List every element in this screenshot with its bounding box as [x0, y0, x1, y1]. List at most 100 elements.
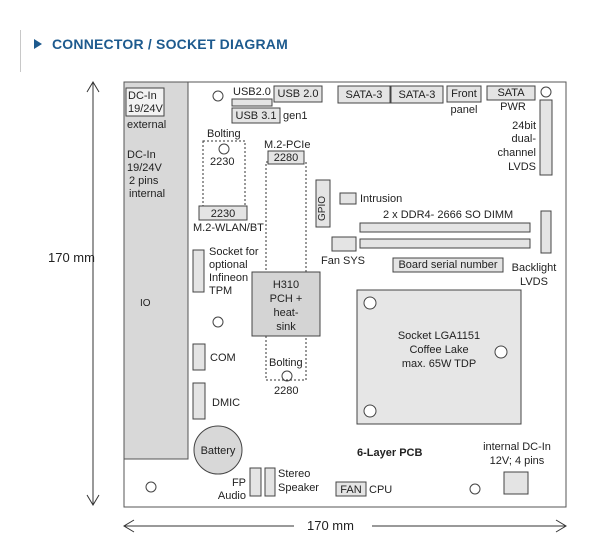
fan-sys-label: Fan SYS	[321, 255, 366, 267]
sata3-a-label: SATA-3	[345, 89, 383, 101]
socket-label-2: Coffee Lake	[409, 344, 469, 356]
mount-hole-bolting-2280	[281, 370, 293, 382]
board-serial-box	[392, 257, 504, 273]
page-title: CONNECTOR / SOCKET DIAGRAM	[52, 36, 288, 52]
dimm-slot-2	[359, 238, 531, 249]
com-connector	[192, 343, 206, 371]
cpu-label: CPU	[369, 484, 393, 496]
internal-dc-label-2: 12V; 4 pins	[489, 455, 545, 467]
usb31-box	[231, 107, 281, 124]
h310-pch-heatsink	[251, 271, 321, 337]
backlight-lvds-connector	[540, 210, 552, 254]
fan-label: FAN	[340, 484, 362, 496]
h310-label-2: PCH +	[269, 293, 303, 305]
front-label: Front	[451, 88, 477, 100]
bolting-bottom-label: Bolting	[269, 357, 303, 369]
m2-wlan-label: M.2-WLAN/BT	[193, 222, 264, 234]
lvds-connector	[539, 99, 553, 176]
lvds-label-4: LVDS	[508, 161, 536, 173]
dc-in-internal-label-4: internal	[129, 188, 166, 200]
play-arrow-icon	[34, 39, 42, 49]
width-dimension-label: 170 mm	[307, 518, 354, 533]
fp-audio-label-2: Audio	[217, 490, 246, 502]
battery	[193, 425, 243, 475]
internal-dc-label-1: internal DC-In	[483, 441, 551, 453]
backlight-label-2: LVDS	[520, 276, 548, 288]
lvds-label-3: channel	[497, 147, 536, 159]
pcb-label: 6-Layer PCB	[357, 447, 423, 459]
battery-label: Battery	[200, 445, 236, 457]
usb20-box-label: USB 2.0	[277, 88, 319, 100]
pwr-label: PWR	[500, 101, 526, 113]
tpm-label-3: Infineon	[209, 272, 249, 284]
usb31-label: USB 3.1	[235, 110, 277, 122]
n2280-box-label: 2280	[273, 152, 299, 164]
stereo-label-2: Speaker	[278, 482, 319, 494]
mount-hole-bolting-2230	[218, 143, 230, 155]
m2-pcie-connector	[267, 150, 305, 165]
mount-hole-top-right	[540, 86, 552, 98]
dimm-slot-1	[359, 222, 531, 233]
gpio-label: GPIO	[317, 195, 328, 221]
front-panel-box	[446, 85, 482, 103]
dmic-connector	[192, 382, 206, 420]
header-rule	[20, 30, 21, 72]
sata3-b-label: SATA-3	[398, 89, 436, 101]
dmic-label: DMIC	[212, 397, 241, 409]
stereo-label-1: Stereo	[278, 468, 311, 480]
bolting-top-label: Bolting	[207, 128, 241, 140]
lvds-label-2: dual-	[511, 133, 536, 145]
n2230-top-label: 2230	[210, 156, 235, 168]
socket-hole-top	[363, 296, 377, 310]
ddr4-label: 2 x DDR4- 2666 SO DIMM	[383, 209, 514, 221]
fp-audio-connector	[249, 467, 262, 497]
dc-in-internal-label-3: 2 pins	[129, 175, 159, 187]
fp-audio-label-1: FP	[231, 477, 246, 489]
sata3-b-box	[390, 85, 444, 104]
board-serial-label: Board serial number	[398, 259, 498, 271]
usb20-top-label: USB2.0	[233, 86, 271, 98]
h310-label-3: heat-	[273, 307, 299, 319]
io-label: IO	[140, 298, 151, 309]
dc-in-external-label-2: 19/24V	[128, 103, 163, 115]
width-dimension-arrow	[123, 519, 567, 533]
socket-hole-right	[494, 345, 508, 359]
tpm-label-2: optional	[209, 259, 248, 271]
intrusion-connector	[339, 192, 357, 205]
io-shield	[123, 81, 189, 460]
com-label: COM	[210, 352, 236, 364]
usb20-box	[273, 85, 323, 103]
panel-label: panel	[450, 104, 478, 116]
tpm-label-4: TPM	[209, 285, 233, 297]
dc-in-internal-label-2: 19/24V	[127, 162, 162, 174]
dc-in-external-connector	[125, 87, 165, 117]
socket-label-3: max. 65W TDP	[401, 358, 477, 370]
dc-in-external-label-1: DC-In	[128, 90, 157, 102]
gpio-connector	[315, 179, 331, 228]
backlight-label-1: Backlight	[511, 262, 557, 274]
gen1-label: gen1	[283, 110, 308, 122]
m2-pcie-label: M.2-PCIe	[264, 139, 311, 151]
cpu-socket	[356, 289, 522, 425]
tpm-socket	[192, 249, 205, 293]
lvds-label-1: 24bit	[512, 120, 536, 132]
mount-hole-left-mid	[212, 316, 224, 328]
stereo-speaker-connector	[264, 467, 276, 497]
internal-dc-in-connector	[503, 471, 529, 495]
fan-cpu-box	[335, 481, 367, 497]
mount-hole-bottom-right	[469, 483, 481, 495]
mount-hole-top-left	[212, 90, 224, 102]
height-dimension-label: 170 mm	[48, 250, 95, 265]
fan-sys-connector	[331, 236, 357, 252]
height-dimension-arrow	[86, 81, 100, 506]
dc-in-internal-label-1: DC-In	[127, 149, 156, 161]
sata3-a-box	[337, 85, 391, 104]
sata-pwr-box	[486, 85, 536, 101]
external-label: external	[127, 119, 167, 131]
sata-label: SATA	[497, 87, 525, 99]
h310-label-4: sink	[276, 321, 296, 333]
tpm-label-1: Socket for	[209, 246, 259, 258]
intrusion-label: Intrusion	[360, 193, 403, 205]
usb20-top-connector	[231, 98, 273, 107]
